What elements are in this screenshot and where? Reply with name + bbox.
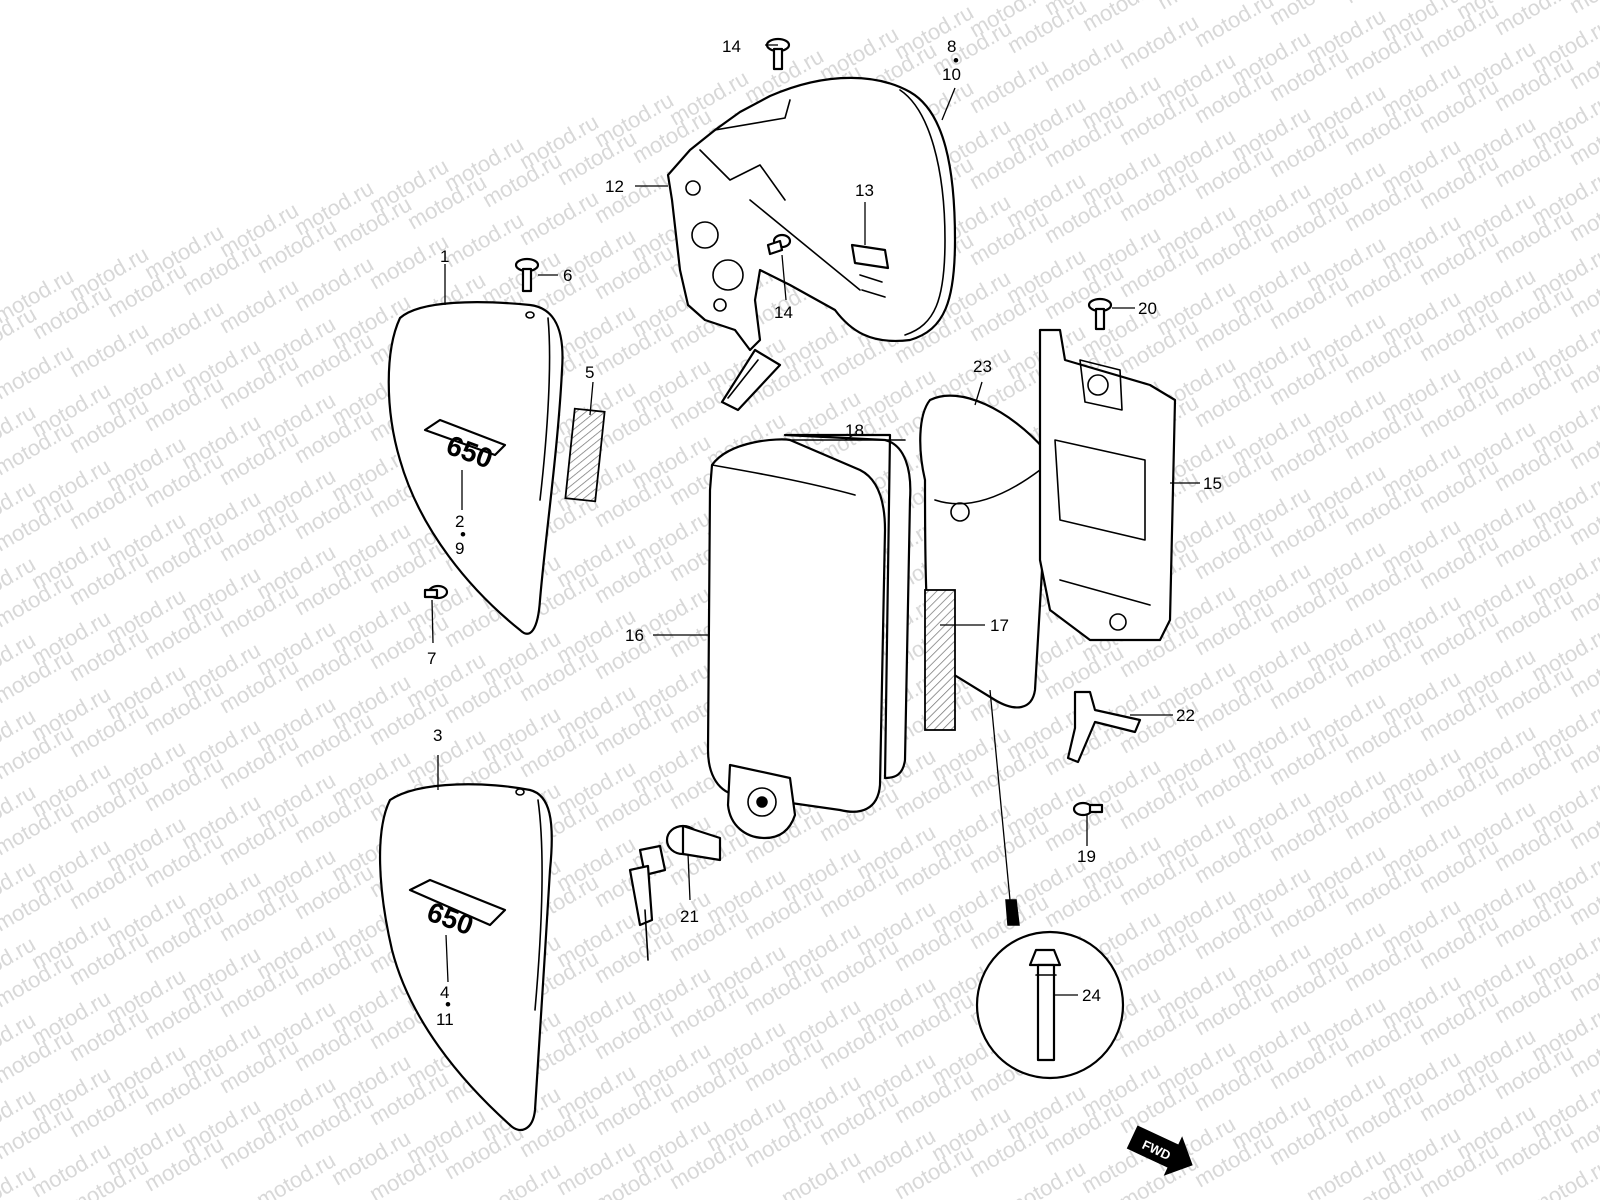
callout-9: 9	[455, 539, 464, 558]
callout-dot-8-10: •	[953, 51, 959, 70]
battery-bracket-15	[1038, 328, 1177, 642]
key-lock-21	[628, 824, 722, 961]
frame-cover-assembly	[666, 76, 957, 412]
watermark-text: motod.ru	[965, 53, 1053, 118]
callout-11: 11	[436, 1010, 454, 1029]
callout-12: 12	[605, 177, 624, 196]
label-17	[924, 589, 956, 731]
emblem-4: 650	[408, 878, 507, 941]
callout-16: 16	[625, 626, 644, 645]
frame-cover-left-lower: 650	[378, 783, 553, 1132]
callout-19: 19	[1077, 847, 1096, 866]
frame-cover-left-upper: 650	[387, 301, 564, 635]
callout-7: 7	[427, 649, 436, 668]
callout-20: 20	[1138, 299, 1157, 318]
label-5	[564, 407, 606, 503]
watermark-text: motod.ru	[777, 1145, 865, 1200]
callout-1: 1	[440, 247, 449, 266]
watermark-text: motod.ru	[1565, 0, 1600, 18]
detail-pointer	[989, 689, 1011, 901]
screw-19	[1072, 801, 1104, 817]
callout-4: 4	[440, 983, 449, 1002]
callout-22: 22	[1176, 706, 1195, 725]
watermark-text: motod.ru	[515, 185, 603, 250]
screw-14-mid	[766, 233, 792, 256]
detail-circle-24	[975, 930, 1125, 1080]
callout-23: 23	[973, 357, 992, 376]
watermark-text: motod.ru	[215, 273, 303, 338]
callout-6: 6	[563, 266, 572, 285]
tool-box	[706, 433, 912, 813]
watermark-text: motod.ru	[252, 1147, 340, 1200]
callout-24: 24	[1082, 986, 1101, 1005]
callout-14-mid: 14	[774, 303, 793, 322]
callout-2: 2	[455, 512, 464, 531]
callout-21: 21	[680, 907, 699, 926]
screw-20	[1087, 297, 1113, 331]
watermark-text: motod.ru	[140, 295, 228, 360]
leader-lines	[431, 44, 1200, 996]
detail-arrow	[1005, 899, 1020, 926]
watermark-text: motod.ru	[440, 207, 528, 272]
lock-housing	[726, 763, 797, 840]
watermark-text: motod.ru	[1040, 31, 1128, 96]
callout-15: 15	[1203, 474, 1222, 493]
callout-10: 10	[942, 65, 961, 84]
rear-cover-23	[919, 394, 1052, 731]
watermark-text: motod.ru	[1115, 9, 1203, 74]
callout-18: 18	[845, 421, 864, 440]
callout-17: 17	[990, 616, 1009, 635]
watermark-text: motod.ru	[65, 317, 153, 382]
callout-dot-2-9: •	[460, 525, 466, 544]
watermark-text: motod.ru	[590, 163, 678, 228]
watermark-text: motod.ru	[0, 339, 78, 404]
clip-22	[1066, 690, 1142, 764]
screw-7	[423, 584, 449, 600]
callout-5: 5	[585, 363, 594, 382]
screw-6	[514, 257, 540, 293]
callout-dot-4-11: •	[445, 995, 451, 1014]
watermark-text: motod.ru	[1527, 1153, 1600, 1200]
callout-13: 13	[855, 181, 874, 200]
callout-14-top: 14	[722, 37, 741, 56]
callout-3: 3	[433, 726, 442, 745]
callout-8: 8	[947, 37, 956, 56]
watermark-text: motod.ru	[290, 251, 378, 316]
callouts: 14 8 • 10 12 13 14 1 6 5 2 • 9 7 3 4 • 1…	[427, 37, 1222, 1029]
